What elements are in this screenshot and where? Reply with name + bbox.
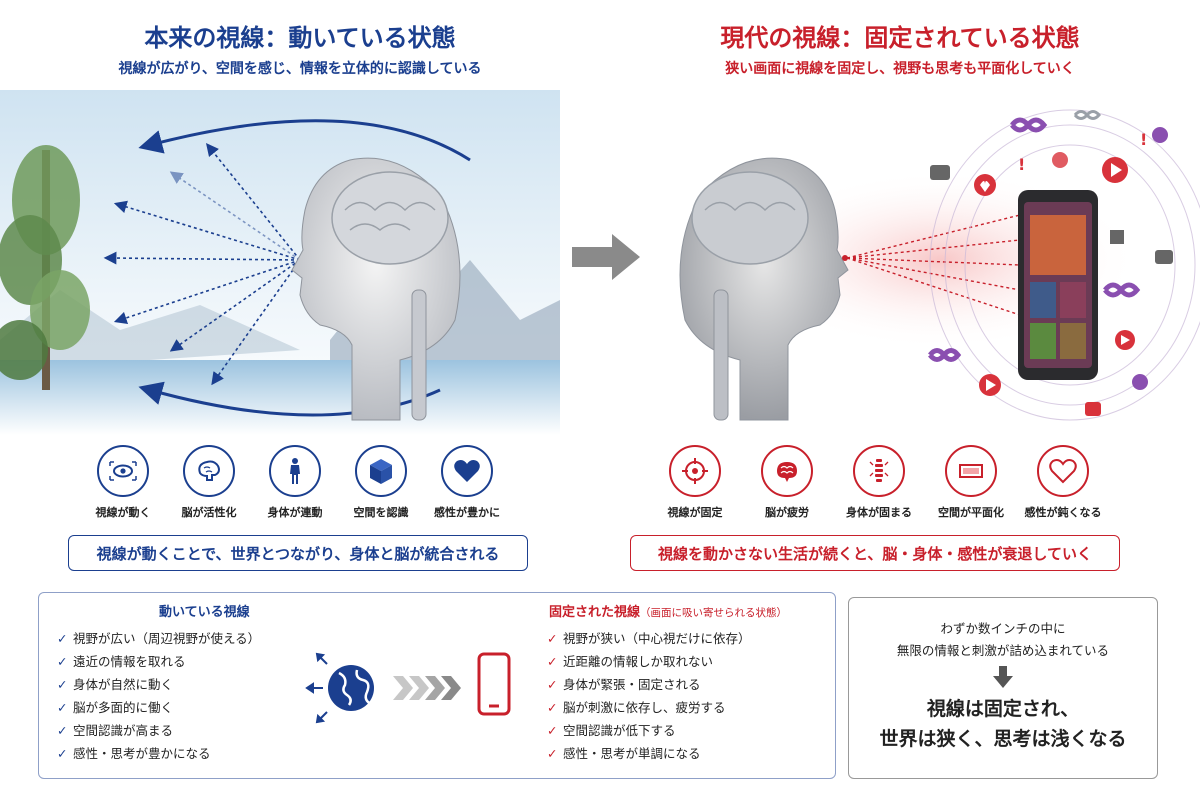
left-icon-cell-brain: 脳が活性化 bbox=[166, 445, 252, 520]
right-scene-illustration: ! ! bbox=[679, 109, 1200, 421]
conclusion-line-1: わずか数インチの中に bbox=[940, 621, 1066, 636]
check-icon: ✓ bbox=[547, 654, 558, 669]
conclusion-box: わずか数インチの中に 無限の情報と刺激が詰め込まれている 視線は固定され、 世界… bbox=[848, 597, 1158, 779]
right-icon-cell-flat: 空間が平面化 bbox=[928, 445, 1014, 520]
left-title: 本来の視線：動いている状態 bbox=[144, 24, 456, 52]
right-icon-cell-target: 視線が固定 bbox=[652, 445, 738, 520]
list-item: ✓感性・思考が単調になる bbox=[547, 742, 751, 765]
right-icon-cell-brain: 脳が疲労 bbox=[744, 445, 830, 520]
conclusion-big-2: 世界は狭く、思考は浅くなる bbox=[879, 728, 1127, 750]
heart-outline-icon bbox=[1049, 459, 1077, 484]
transition-arrow bbox=[572, 234, 640, 280]
cube-icon bbox=[370, 459, 392, 484]
eye-icon bbox=[109, 461, 137, 481]
left-subtitle: 視線が広がり、空間を感じ、情報を立体的に認識している bbox=[118, 61, 482, 77]
right-title: 現代の視線：固定されている状態 bbox=[720, 24, 1080, 52]
info-swirl bbox=[929, 109, 1200, 421]
list-item: ✓身体が自然に動く bbox=[57, 673, 260, 696]
left-icon-row: 視線が動く 脳が活性化 身体が連動 空間を認識 bbox=[80, 445, 510, 520]
left-banner: 視線が動くことで、世界とつながり、身体と脳が統合される bbox=[68, 535, 528, 571]
smartphone-illustration bbox=[1018, 190, 1098, 380]
icon-label: 身体が連動 bbox=[267, 506, 323, 519]
sight-lines bbox=[103, 143, 301, 386]
icon-label: 脳が活性化 bbox=[181, 506, 237, 519]
down-arrow-icon bbox=[993, 666, 1013, 688]
list-item: ✓視野が広い（周辺視野が使える） bbox=[57, 627, 260, 650]
icon-label: 感性が鈍くなる bbox=[1024, 506, 1102, 519]
svg-text:!: ! bbox=[1018, 155, 1025, 174]
check-icon: ✓ bbox=[547, 723, 558, 738]
head-profile-fixed bbox=[679, 157, 849, 421]
globe-to-phone-graphic bbox=[305, 652, 511, 724]
list-item: ✓近距離の情報しか取れない bbox=[547, 650, 751, 673]
fixed-gaze-note: （画面に吸い寄せられる状態） bbox=[640, 607, 788, 619]
right-banner: 視線を動かさない生活が続くと、脳・身体・感性が衰退していく bbox=[630, 535, 1120, 571]
icon-label: 視線が固定 bbox=[667, 506, 723, 519]
list-item: ✓遠近の情報を取れる bbox=[57, 650, 260, 673]
globe-icon bbox=[328, 665, 374, 711]
check-icon: ✓ bbox=[547, 631, 558, 646]
right-icon-cell-spine: 身体が固まる bbox=[836, 445, 922, 520]
tree bbox=[0, 145, 90, 390]
right-icon-cell-heart: 感性が鈍くなる bbox=[1020, 445, 1106, 520]
head-profile bbox=[291, 157, 461, 421]
spine-icon bbox=[869, 459, 889, 482]
check-icon: ✓ bbox=[57, 677, 68, 692]
top-arc-arrow bbox=[138, 119, 471, 162]
check-icon: ✓ bbox=[57, 700, 68, 715]
icon-label: 視線が動く bbox=[95, 506, 151, 519]
conclusion-line-2: 無限の情報と刺激が詰め込まれている bbox=[896, 643, 1110, 658]
check-icon: ✓ bbox=[57, 654, 68, 669]
brain-illustration-fixed bbox=[691, 171, 809, 265]
check-icon: ✓ bbox=[57, 746, 68, 761]
chevrons-icon bbox=[393, 676, 461, 700]
left-icon-cell-cube: 空間を認識 bbox=[338, 445, 424, 520]
icon-label: 空間が平面化 bbox=[938, 506, 1004, 519]
check-icon: ✓ bbox=[57, 723, 68, 738]
moving-gaze-title: 動いている視線 bbox=[159, 605, 250, 620]
body-icon bbox=[290, 458, 300, 484]
brain-icon bbox=[198, 460, 220, 481]
target-icon bbox=[682, 458, 708, 484]
check-icon: ✓ bbox=[547, 700, 558, 715]
list-item: ✓空間認識が高まる bbox=[57, 719, 260, 742]
svg-text:!: ! bbox=[1140, 130, 1147, 149]
list-item: ✓空間認識が低下する bbox=[547, 719, 751, 742]
list-item: ✓脳が刺激に依存し、疲労する bbox=[547, 696, 751, 719]
icon-label: 脳が疲労 bbox=[765, 506, 809, 519]
fixed-gaze-title: 固定された視線（画面に吸い寄せられる状態） bbox=[549, 605, 788, 620]
flat-screen-icon bbox=[959, 464, 983, 478]
comparison-box: 動いている視線 ✓視野が広い（周辺視野が使える） ✓遠近の情報を取れる ✓身体が… bbox=[38, 592, 836, 779]
list-item: ✓視野が狭い（中心視だけに依存） bbox=[547, 627, 751, 650]
lake bbox=[0, 360, 560, 435]
list-item: ✓感性・思考が豊かになる bbox=[57, 742, 260, 765]
right-icon-row: 視線が固定 脳が疲労 身体が固まる bbox=[652, 445, 1106, 520]
list-item: ✓脳が多面的に働く bbox=[57, 696, 260, 719]
spine-illustration bbox=[411, 289, 427, 421]
spine-illustration-fixed bbox=[713, 289, 729, 421]
check-icon: ✓ bbox=[547, 677, 558, 692]
expand-arrows-icon bbox=[305, 652, 328, 724]
check-icon: ✓ bbox=[57, 631, 68, 646]
right-subtitle: 狭い画面に視線を固定し、視野も思考も平面化していく bbox=[725, 61, 1075, 77]
left-icon-cell-heart: 感性が豊かに bbox=[424, 445, 510, 520]
icon-label: 身体が固まる bbox=[846, 506, 912, 519]
fixed-gaze-list: ✓視野が狭い（中心視だけに依存） ✓近距離の情報しか取れない ✓身体が緊張・固定… bbox=[547, 627, 751, 765]
left-scene-illustration bbox=[0, 90, 560, 435]
heart-icon bbox=[454, 460, 480, 482]
conclusion-big-1: 視線は固定され、 bbox=[926, 698, 1080, 720]
list-item: ✓身体が緊張・固定される bbox=[547, 673, 751, 696]
notification-icons: ! ! bbox=[928, 110, 1173, 416]
phone-icon bbox=[477, 652, 511, 716]
narrow-sight-lines bbox=[846, 214, 1021, 316]
bottom-arc-arrow bbox=[138, 381, 441, 417]
brain-illustration bbox=[331, 171, 449, 265]
icon-label: 空間を認識 bbox=[353, 506, 409, 519]
check-icon: ✓ bbox=[547, 746, 558, 761]
left-icon-cell-eye: 視線が動く bbox=[80, 445, 166, 520]
brain-icon bbox=[777, 462, 797, 482]
moving-gaze-list: ✓視野が広い（周辺視野が使える） ✓遠近の情報を取れる ✓身体が自然に動く ✓脳… bbox=[57, 627, 260, 765]
icon-label: 感性が豊かに bbox=[434, 506, 500, 519]
left-icon-cell-body: 身体が連動 bbox=[252, 445, 338, 520]
